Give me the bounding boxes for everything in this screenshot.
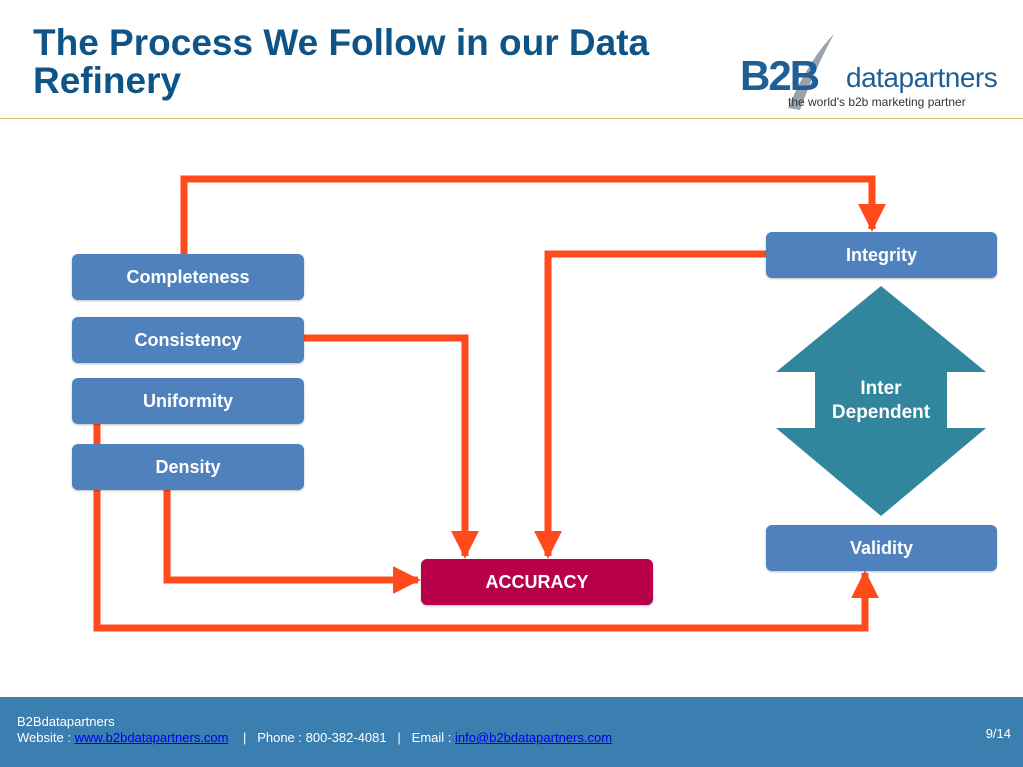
- footer-bar: B2Bdatapartners Website : www.b2bdatapar…: [0, 697, 1023, 767]
- box-validity: Validity: [766, 525, 997, 571]
- box-uniformity: Uniformity: [72, 378, 304, 424]
- slide-title: The Process We Follow in our Data Refine…: [33, 22, 650, 101]
- diagram-connectors: [93, 175, 986, 632]
- box-density: Density: [72, 444, 304, 490]
- title-divider: [0, 118, 1023, 119]
- arrow-completeness-integrity: [180, 175, 886, 255]
- diamond-label-line2: Dependent: [831, 402, 931, 423]
- inter-dependent-label: Inter Dependent: [806, 377, 956, 425]
- box-completeness: Completeness: [72, 254, 304, 300]
- logo-name: datapartners: [846, 62, 998, 93]
- diamond-label-line1: Inter: [860, 378, 902, 399]
- footer-company: B2Bdatapartners: [17, 714, 115, 729]
- separator: |: [397, 730, 401, 745]
- process-diagram: Completeness Consistency Uniformity Dens…: [72, 175, 997, 632]
- email-link[interactable]: info@b2bdatapartners.com: [455, 730, 613, 745]
- footer-contact-line: Website : www.b2bdatapartners.com | Phon…: [17, 730, 612, 745]
- box-integrity: Integrity: [766, 232, 997, 278]
- company-logo: B2B datapartners the world's b2b marketi…: [738, 30, 998, 116]
- website-link[interactable]: www.b2bdatapartners.com: [74, 730, 229, 745]
- arrow-integrity-accuracy: [534, 250, 766, 559]
- logo-swoosh-icon: [788, 34, 834, 110]
- inter-dependent-diamond: [776, 286, 986, 516]
- logo-mark: B2B: [740, 52, 820, 99]
- arrow-uniformity-validity: [93, 424, 879, 632]
- arrow-density-accuracy: [163, 490, 421, 594]
- logo-tagline: the world's b2b marketing partner: [788, 95, 966, 109]
- box-consistency: Consistency: [72, 317, 304, 363]
- phone-text: Phone : 800-382-4081: [257, 730, 387, 745]
- box-accuracy: ACCURACY: [421, 559, 653, 605]
- page-number: 9/14: [985, 726, 1011, 741]
- email-label: Email :: [411, 730, 452, 745]
- arrow-consistency-accuracy: [304, 334, 479, 559]
- separator: |: [242, 730, 247, 745]
- website-label: Website :: [17, 730, 71, 745]
